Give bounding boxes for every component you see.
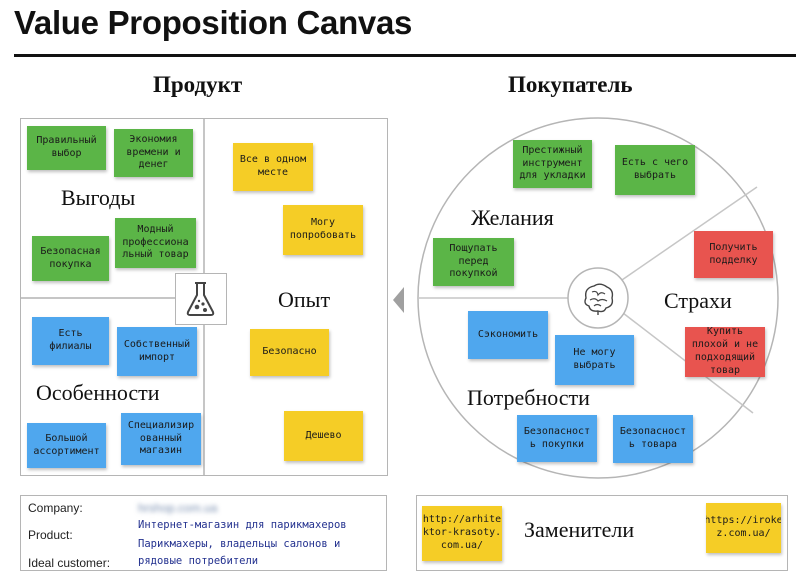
want-note: Пощупать перед покупкой [433, 238, 514, 286]
arrow-left-icon [393, 287, 404, 313]
gain-note: Экономия времени и денег [114, 129, 193, 177]
product-label: Product: [28, 528, 73, 542]
experience-label: Опыт [278, 287, 331, 312]
flask-icon-box [175, 273, 227, 325]
need-note: Не могу выбрать [555, 335, 634, 385]
product-horizontal-divider [21, 297, 204, 299]
feature-note: Есть филиалы [32, 317, 109, 365]
product-heading: Продукт [153, 72, 243, 97]
customer-heading: Покупатель [508, 72, 633, 97]
brain-icon [584, 283, 614, 315]
gain-note: Правильный выбор [27, 126, 106, 170]
need-note: Безопасност ь покупки [517, 415, 597, 462]
features-label: Особенности [36, 380, 160, 405]
experience-note: Все в одном месте [233, 143, 313, 191]
flask-icon [186, 282, 215, 316]
gains-label: Выгоды [61, 185, 136, 210]
substitutes-label: Заменители [524, 517, 635, 542]
needs-label: Потребности [467, 385, 590, 410]
customer-circle [417, 117, 779, 479]
fears-label: Страхи [664, 288, 732, 313]
experience-note: Могу попробовать [283, 205, 363, 255]
need-note: Сэкономить [468, 311, 548, 359]
company-value: hrshop.com.ua [138, 501, 218, 515]
ideal-customer-value-line2: рядовые потребители [138, 555, 259, 567]
experience-note: Безопасно [250, 329, 329, 376]
company-label: Company: [28, 501, 83, 515]
feature-note: Большой ассортимент [27, 423, 106, 468]
wants-label: Желания [471, 205, 554, 230]
want-note: Престижный инструмент для укладки [513, 140, 592, 188]
ideal-customer-value-line1: Парикмахеры, владельцы салонов и [138, 538, 341, 550]
need-note: Безопасност ь товара [613, 415, 693, 463]
feature-note: Специализир ованный магазин [121, 413, 201, 465]
title-underline [14, 54, 796, 57]
experience-note: Дешево [284, 411, 363, 461]
product-value: Интернет-магазин для парикмахеров [138, 519, 347, 531]
substitute-note: http://arhite ktor-krasoty. com.ua/ [422, 506, 502, 561]
ideal-customer-label: Ideal customer: [28, 556, 111, 570]
gain-note: Модный профессиона льный товар [115, 218, 196, 268]
gain-note: Безопасная покупка [32, 236, 109, 281]
substitute-note: https://iroke z.com.ua/ [706, 503, 781, 553]
info-box [20, 495, 387, 571]
fear-note: Получить подделку [694, 231, 773, 278]
fear-note: Купить плохой и не подходящий товар [685, 327, 765, 377]
want-note: Есть с чего выбрать [615, 145, 695, 195]
feature-note: Собственный импорт [117, 327, 197, 376]
page-title: Value Proposition Canvas [14, 4, 413, 41]
